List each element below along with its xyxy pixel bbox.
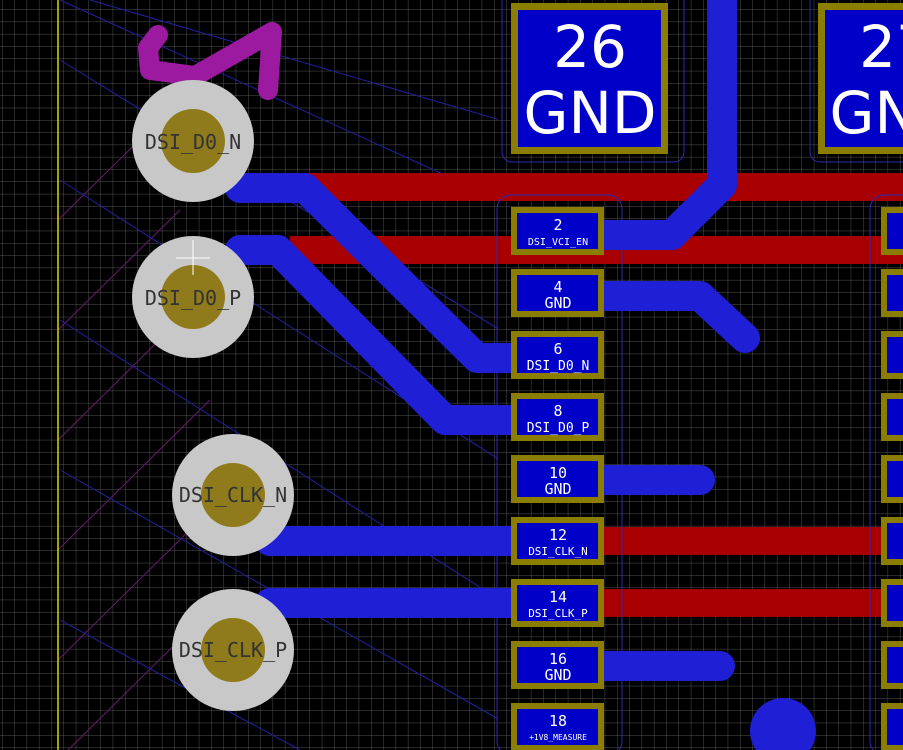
top-pad-27[interactable]: 27 GND [818,3,903,154]
right-pad[interactable] [881,393,903,441]
front-trace-vci-en [300,173,903,201]
right-pad[interactable] [881,641,903,689]
right-pad[interactable] [881,517,903,565]
via-net-label: DSI_CLK_P [179,638,287,662]
pad-net: GND [524,79,657,147]
front-trace-clk-p [600,589,903,617]
connector-pad-10[interactable]: 10 GND [511,455,604,503]
back-trace-gnd-4 [583,281,760,353]
pad-number: 18 [549,712,567,730]
back-trace-vci-en [583,0,737,250]
connector-pad-12[interactable]: 12 DSI_CLK_N [511,517,604,565]
back-copper-blob [750,698,816,750]
pad-net: +1V8_MEASURE [529,733,587,742]
via-dsi-d0-n[interactable]: DSI_D0_N [132,80,254,202]
connector-pad-18[interactable]: 18 +1V8_MEASURE [511,703,604,750]
pad-number: 2 [553,216,562,234]
via-dsi-d0-p[interactable]: DSI_D0_P [132,236,254,358]
connector-pad-16[interactable]: 16 GND [511,641,604,689]
pad-net: GND [544,480,571,498]
connector-pad-column: 2 DSI_VCI_EN 4 GND 6 DSI_D0_N 8 DSI_D0_P… [511,207,604,750]
connector-pad-column-right [881,207,903,750]
pad-net: GND [830,79,903,147]
via-net-label: DSI_D0_N [145,130,241,154]
pad-net: DSI_CLK_P [528,607,588,620]
pad-net: DSI_D0_N [527,359,590,374]
pad-net: GND [544,666,571,684]
connector-pad-8[interactable]: 8 DSI_D0_P [511,393,604,441]
connector-pad-2[interactable]: 2 DSI_VCI_EN [511,207,604,255]
pad-net: DSI_VCI_EN [528,237,588,248]
pad-number: 6 [553,340,562,358]
pad-number: 16 [549,650,567,668]
connector-pad-14[interactable]: 14 DSI_CLK_P [511,579,604,627]
via-dsi-clk-n[interactable]: DSI_CLK_N [172,434,294,556]
pad-net: DSI_D0_P [527,421,590,436]
right-pad[interactable] [881,269,903,317]
right-pad[interactable] [881,703,903,750]
right-pad[interactable] [881,579,903,627]
pad-number: 4 [553,278,562,296]
right-pad[interactable] [881,207,903,255]
connector-pad-6[interactable]: 6 DSI_D0_N [511,331,604,379]
pad-net: DSI_CLK_N [528,545,588,558]
via-dsi-clk-p[interactable]: DSI_CLK_P [172,589,294,711]
via-net-label: DSI_D0_P [145,286,241,310]
via-net-label: DSI_CLK_N [179,483,287,507]
front-trace-clk-n [600,527,903,555]
pad-number: 27 [859,13,903,81]
pad-number: 14 [549,588,567,606]
back-copper-traces [225,0,760,681]
back-trace-d0-p [225,235,570,435]
top-pad-26[interactable]: 26 GND [511,3,668,154]
pad-number: 12 [549,526,567,544]
pad-number: 8 [553,402,562,420]
pad-number: 26 [553,13,627,81]
pad-net: GND [544,294,571,312]
silkscreen-marking [138,22,282,100]
right-pad[interactable] [881,331,903,379]
connector-pad-4[interactable]: 4 GND [511,269,604,317]
pad-number: 10 [549,464,567,482]
right-pad[interactable] [881,455,903,503]
